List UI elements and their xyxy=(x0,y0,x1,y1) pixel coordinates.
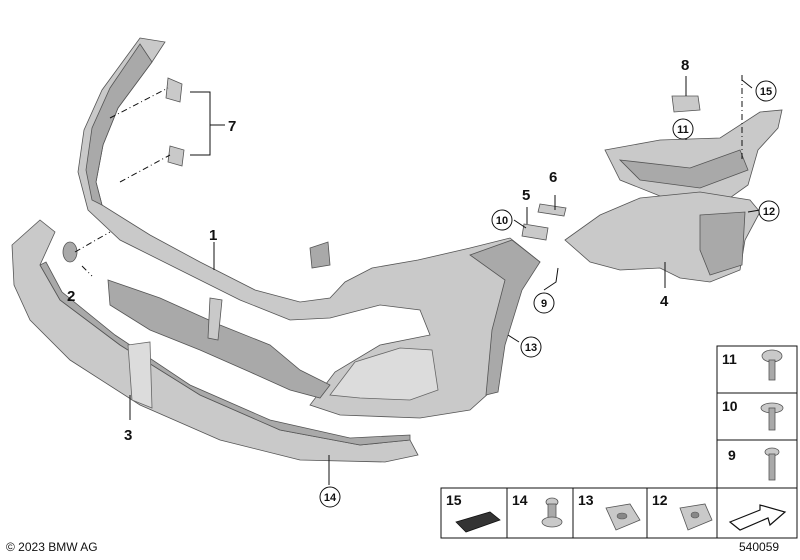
callout-11: 11 xyxy=(672,118,694,140)
direction-arrow-icon xyxy=(728,504,787,531)
callout-5: 5 xyxy=(522,187,530,204)
tow-eye-cover xyxy=(62,241,78,263)
callout-4: 4 xyxy=(660,293,669,310)
diagram-id: 540059 xyxy=(739,540,780,554)
nut-13-icon xyxy=(605,503,641,531)
callout-14: 14 xyxy=(319,486,341,508)
clip-part-8 xyxy=(671,95,701,113)
svg-text:10: 10 xyxy=(496,215,508,227)
callout-2: 2 xyxy=(67,288,75,305)
callout-10: 10 xyxy=(491,209,513,231)
callout-12: 12 xyxy=(758,200,780,222)
legend-15: 15 xyxy=(446,492,462,508)
clip-part-6 xyxy=(537,203,567,217)
callout-6: 6 xyxy=(549,169,557,186)
bumper-cover xyxy=(77,37,541,419)
screw-10-icon xyxy=(760,402,784,431)
legend-right: 11 10 9 xyxy=(716,345,798,489)
clip-part-7a xyxy=(165,77,183,103)
side-bracket xyxy=(564,191,761,283)
callout-7: 7 xyxy=(228,118,236,135)
svg-text:14: 14 xyxy=(324,492,337,504)
lower-grille xyxy=(107,279,331,399)
svg-text:12: 12 xyxy=(763,206,775,218)
leader-lines xyxy=(74,75,761,485)
svg-text:11: 11 xyxy=(677,124,689,136)
svg-text:13: 13 xyxy=(525,342,537,354)
upper-bracket xyxy=(604,109,783,206)
front-splitter xyxy=(11,219,419,463)
foam-pad-15-icon xyxy=(455,511,501,533)
callout-8: 8 xyxy=(681,57,689,74)
clip-14-icon xyxy=(541,497,563,528)
legend-14: 14 xyxy=(512,492,528,508)
circled-callouts: 9 10 11 12 13 14 15 xyxy=(319,80,780,508)
svg-text:15: 15 xyxy=(760,86,772,98)
callout-1: 1 xyxy=(209,227,217,244)
callout-13: 13 xyxy=(520,336,542,358)
legend-10: 10 xyxy=(722,398,738,414)
legend-13: 13 xyxy=(578,492,594,508)
nut-12-icon xyxy=(679,503,713,531)
screw-9-icon xyxy=(764,447,780,481)
screw-11-icon xyxy=(761,349,783,381)
clip-part-7b xyxy=(167,145,185,167)
legend-9: 9 xyxy=(728,447,736,463)
callout-15: 15 xyxy=(755,80,777,102)
legend-12: 12 xyxy=(652,492,668,508)
callout-numbers: 1 2 3 4 5 6 7 8 xyxy=(67,57,689,444)
clip-part-5 xyxy=(521,223,549,241)
callout-9: 9 xyxy=(533,292,555,314)
copyright-text: © 2023 BMW AG xyxy=(6,540,98,554)
legend-bottom: 15 14 13 12 xyxy=(440,487,798,539)
svg-text:9: 9 xyxy=(541,298,547,310)
legend-11: 11 xyxy=(722,351,737,367)
callout-3: 3 xyxy=(124,427,132,444)
